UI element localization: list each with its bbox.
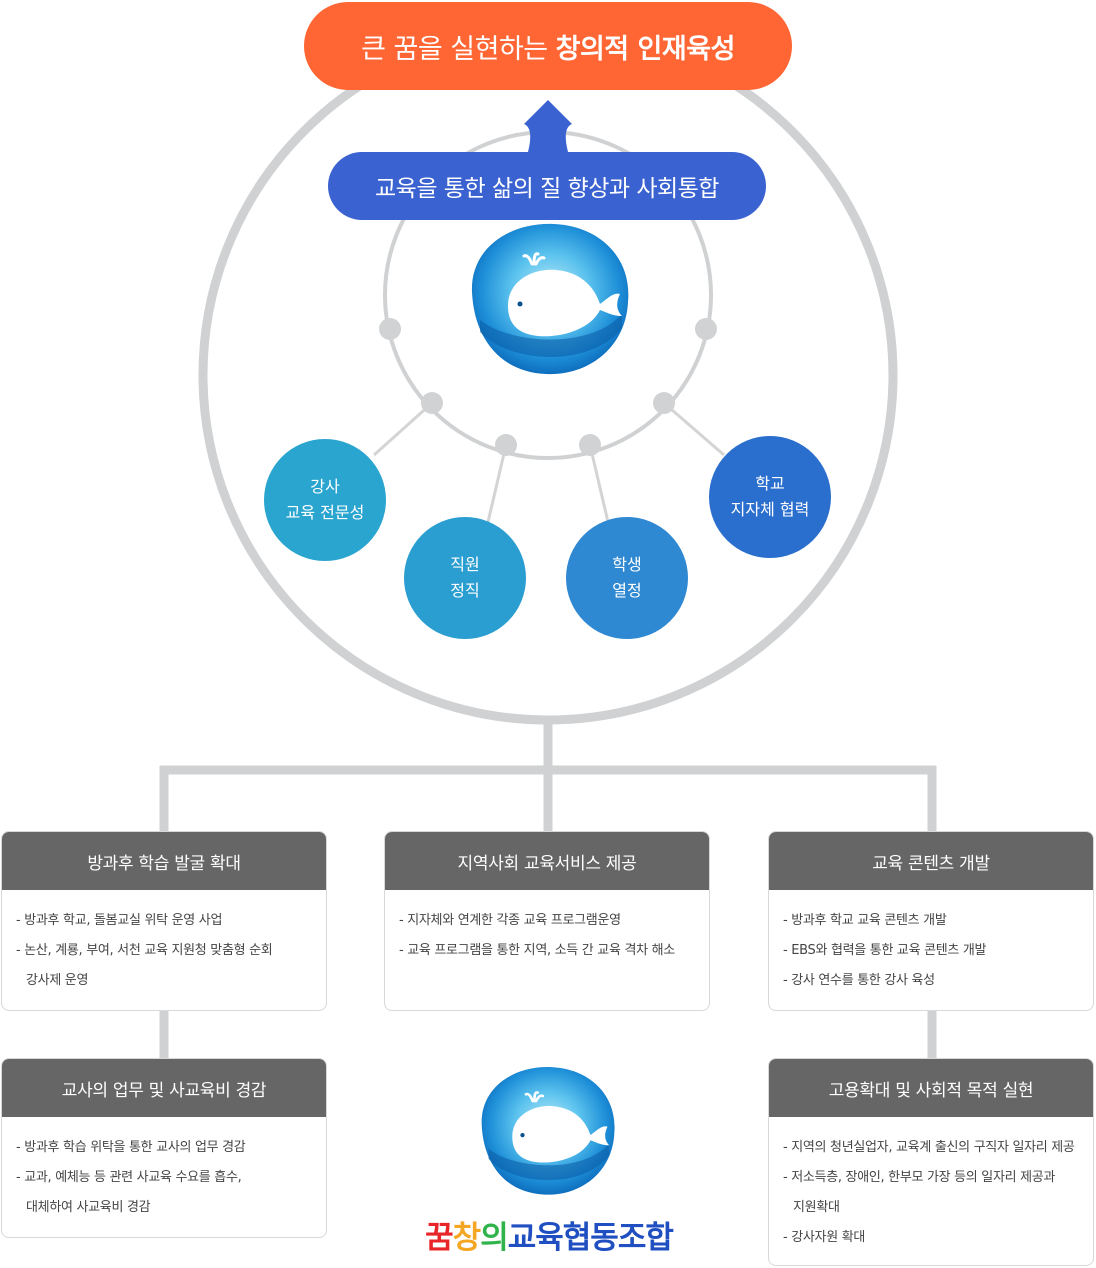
top-goal-pill: 큰 꿈을 실현하는 창의적 인재육성 [304, 2, 792, 90]
card-item: - 지자체와 연계한 각종 교육 프로그램운영 [399, 913, 621, 928]
card-item: 강사제 운영 [26, 973, 89, 988]
card-community-title: 지역사회 교육서비스 제공 [385, 832, 709, 890]
mid-goal-pill: 교육을 통한 삶의 질 향상과 사회통합 [328, 152, 766, 220]
card-item: - 방과후 학교, 돌봄교실 위탁 운영 사업 [16, 913, 223, 928]
spoke-1 [372, 401, 434, 457]
node-instructor-line2: 교육 전문성 [285, 503, 365, 522]
node-student: 학생 열정 [566, 517, 688, 639]
whale-brand-icon [481, 1067, 615, 1195]
card-item: - 지역의 청년실업자, 교육계 출신의 구직자 일자리 제공 [783, 1140, 1075, 1155]
card-contents-title: 교육 콘텐츠 개발 [769, 832, 1093, 890]
ring-dot [495, 434, 517, 456]
node-school: 학교 지자체 협력 [709, 436, 831, 558]
brand-char-3: 의 [480, 1220, 509, 1256]
card-employment-title: 고용확대 및 사회적 목적 실현 [769, 1059, 1093, 1117]
up-arrow-icon [524, 100, 572, 152]
card-item: - 강사자원 확대 [783, 1230, 866, 1245]
spoke-3 [588, 444, 610, 523]
card-item: - 교육 프로그램을 통한 지역, 소득 간 교육 격차 해소 [399, 943, 675, 958]
node-staff-line1: 직원 [450, 555, 480, 574]
ring-dot [695, 318, 717, 340]
node-student-line2: 열정 [612, 581, 642, 600]
card-item: - 교과, 예체능 등 관련 사교육 수요를 흡수, [16, 1170, 242, 1185]
card-after-school-title: 방과후 학습 발굴 확대 [2, 832, 326, 890]
top-goal-emphasis: 창의적 인재육성 [555, 33, 736, 65]
whale-logo-icon [471, 223, 629, 375]
card-employment: 고용확대 및 사회적 목적 실현 - 지역의 청년실업자, 교육계 출신의 구직… [768, 1058, 1094, 1266]
node-staff: 직원 정직 [404, 517, 526, 639]
brand-name: 꿈창의교육협동조합 [412, 1212, 686, 1257]
card-item: - 방과후 학습 위탁을 통한 교사의 업무 경감 [16, 1140, 246, 1155]
node-staff-line2: 정직 [450, 581, 480, 600]
card-item: - 논산, 계룡, 부여, 서천 교육 지원청 맞춤형 순회 [16, 943, 273, 958]
spoke-4 [663, 401, 725, 457]
card-teacher: 교사의 업무 및 사교육비 경감 - 방과후 학습 위탁을 통한 교사의 업무 … [1, 1058, 327, 1238]
ring-dot [579, 434, 601, 456]
node-school-line1: 학교 [755, 474, 785, 493]
ring-dot [379, 318, 401, 340]
brand-rest: 교육협동조합 [507, 1220, 674, 1256]
top-goal-prefix: 큰 꿈을 실현하는 [361, 33, 548, 65]
card-teacher-title: 교사의 업무 및 사교육비 경감 [2, 1059, 326, 1117]
card-item: - EBS와 협력을 통한 교육 콘텐츠 개발 [783, 943, 987, 958]
card-item: - 저소득층, 장애인, 한부모 가장 등의 일자리 제공과 [783, 1170, 1056, 1185]
card-contents: 교육 콘텐츠 개발 - 방과후 학교 교육 콘텐츠 개발 - EBS와 협력을 … [768, 831, 1094, 1011]
card-item: 대체하여 사교육비 경감 [26, 1200, 151, 1215]
node-student-line1: 학생 [612, 555, 642, 574]
brand-char-1: 꿈 [425, 1220, 454, 1256]
spoke-2 [486, 444, 508, 523]
ring-dot [653, 392, 675, 414]
node-instructor: 강사 교육 전문성 [264, 439, 386, 561]
card-item: 지원확대 [793, 1200, 840, 1215]
card-item: - 강사 연수를 통한 강사 육성 [783, 973, 935, 988]
card-after-school: 방과후 학습 발굴 확대 - 방과후 학교, 돌봄교실 위탁 운영 사업 - 논… [1, 831, 327, 1011]
card-community: 지역사회 교육서비스 제공 - 지자체와 연계한 각종 교육 프로그램운영 - … [384, 831, 710, 1011]
card-item: - 방과후 학교 교육 콘텐츠 개발 [783, 913, 947, 928]
brand-char-2: 창 [452, 1220, 482, 1256]
node-instructor-line1: 강사 [310, 477, 340, 496]
ring-dot [421, 392, 443, 414]
node-school-line2: 지자체 협력 [730, 500, 810, 519]
